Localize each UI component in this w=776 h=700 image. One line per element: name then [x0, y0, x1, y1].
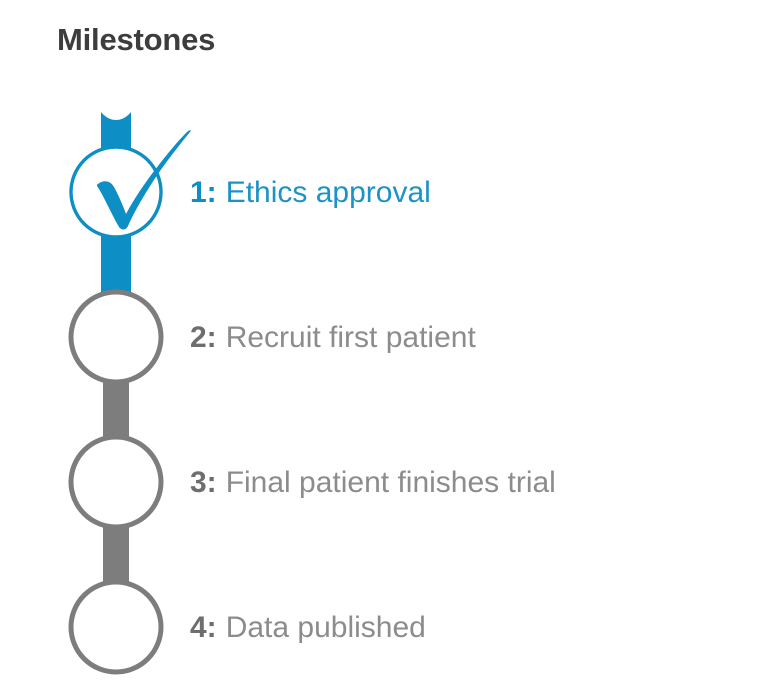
milestone-node-2[interactable]	[68, 289, 164, 385]
milestone-item-1[interactable]: 1: Ethics approval	[190, 163, 431, 223]
page-title: Milestones	[57, 22, 216, 57]
milestone-node-1[interactable]	[68, 144, 164, 240]
milestone-index-1: 1:	[190, 176, 217, 209]
milestone-label-4: Data published	[225, 611, 426, 644]
milestone-node-3[interactable]	[68, 434, 164, 530]
milestone-item-2[interactable]: 2: Recruit first patient	[190, 308, 476, 368]
milestone-item-3[interactable]: 3: Final patient finishes trial	[190, 453, 556, 513]
milestone-label-1: Ethics approval	[225, 176, 431, 209]
milestone-item-4[interactable]: 4: Data published	[190, 598, 426, 658]
milestone-index-4: 4:	[190, 611, 217, 644]
milestone-node-4[interactable]	[68, 579, 164, 675]
milestone-label-2: Recruit first patient	[225, 321, 476, 354]
milestone-label-3: Final patient finishes trial	[225, 466, 556, 499]
milestone-index-2: 2:	[190, 321, 217, 354]
milestone-index-3: 3:	[190, 466, 217, 499]
